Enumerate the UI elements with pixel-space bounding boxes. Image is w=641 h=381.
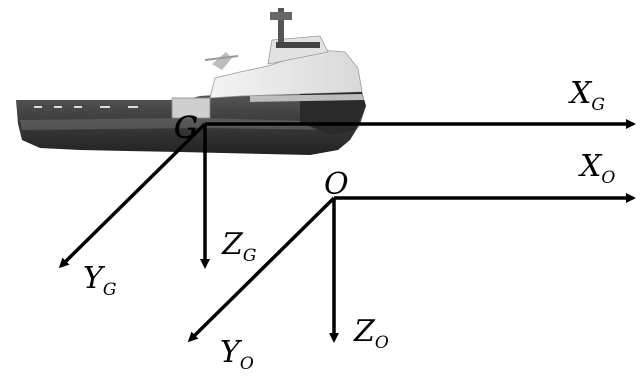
deck-block [171,97,211,119]
origin-g-label: G [174,111,198,146]
x-o-label: XO [578,149,615,188]
body-fixed-frame [58,119,636,269]
superstructure [209,49,363,99]
crane [212,52,232,70]
y-o-label: YO [220,335,254,374]
earth-fixed-frame [187,193,636,343]
origin-o-label: O [324,167,349,202]
y-g-axis [58,122,207,269]
z-o-label: ZO [353,314,389,353]
z-g-label: ZG [221,227,256,266]
crane-arm [204,55,239,61]
y-o-axis [187,196,336,343]
x-g-label: XG [568,76,605,115]
hull-stripe [20,118,350,130]
y-g-label: YG [83,261,116,300]
bow-stripe [250,94,364,102]
ship-image [16,8,366,155]
mast [278,8,284,42]
bridge-windows [276,42,320,48]
mast-top [270,12,292,20]
hull-windows [34,106,138,108]
